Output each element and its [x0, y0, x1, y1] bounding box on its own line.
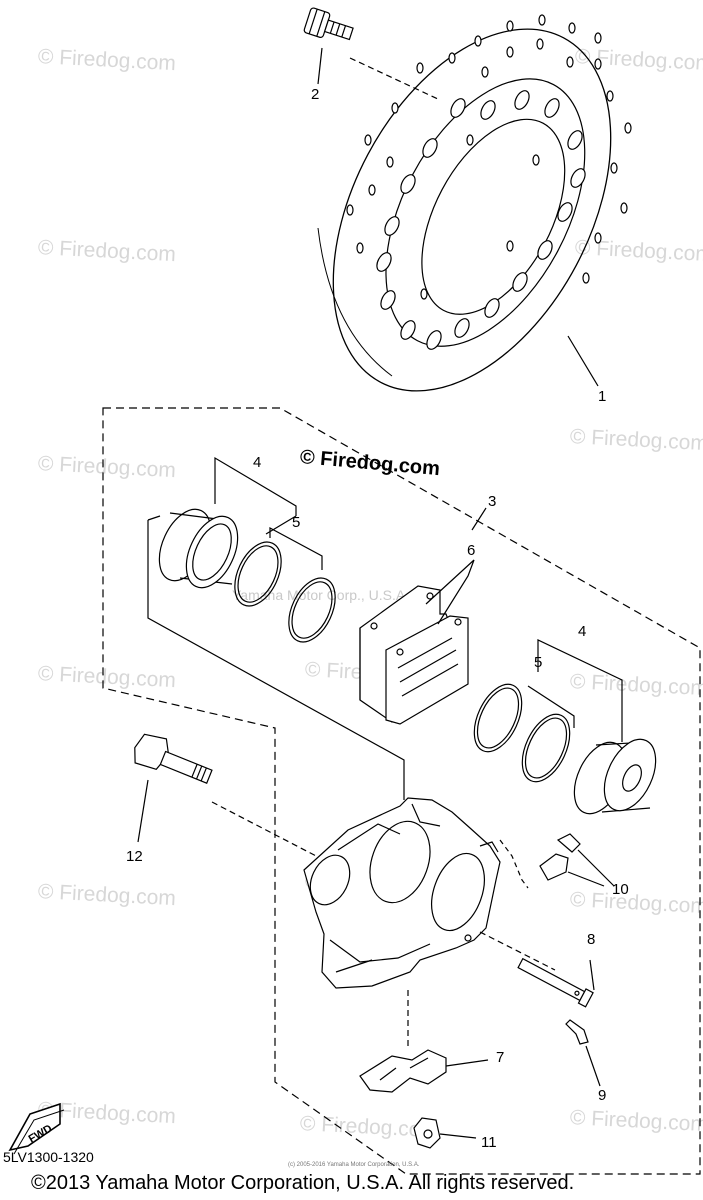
leader-5-right — [527, 685, 575, 728]
leader-10 — [567, 849, 615, 887]
leader-3 — [471, 507, 487, 531]
callout-2: 2 — [311, 86, 320, 103]
caliper-assembly-outline — [102, 407, 701, 1175]
pad-spring — [359, 1049, 447, 1093]
leader-to-caliper — [147, 520, 405, 800]
piston-left — [158, 508, 239, 589]
callout-5-right: 5 — [534, 654, 543, 671]
diagram-code: 5LV1300-1320 — [3, 1149, 94, 1165]
leader-6 — [425, 559, 475, 625]
caliper-bolt — [134, 733, 213, 784]
callout-12: 12 — [126, 848, 143, 865]
yamaha-watermark: Yamaha Motor Corp., U.S.A. — [232, 587, 410, 603]
leader-11 — [439, 1133, 477, 1139]
piston-right — [573, 738, 657, 815]
callout-11: 11 — [481, 1134, 497, 1151]
callout-7: 7 — [496, 1049, 505, 1066]
leader-12 — [137, 779, 149, 843]
leader-7 — [445, 1059, 489, 1067]
callout-4-right: 4 — [578, 623, 587, 640]
disc-bolt — [303, 7, 354, 41]
leader-9 — [585, 1045, 601, 1087]
caliper-body — [303, 797, 501, 989]
callout-6: 6 — [467, 542, 476, 559]
callout-9: 9 — [598, 1087, 607, 1104]
callout-4-left: 4 — [253, 454, 262, 471]
piston-seals-left — [234, 541, 336, 643]
plug — [413, 1117, 441, 1149]
callout-10: 10 — [612, 881, 629, 898]
r-clip — [565, 1019, 589, 1045]
pad-pin — [517, 957, 594, 1008]
leader-4-right — [537, 639, 623, 742]
callout-1: 1 — [598, 388, 607, 405]
piston-seals-right — [473, 683, 571, 783]
fwd-arrow-icon — [8, 1102, 65, 1155]
bleed-screws — [539, 833, 581, 881]
brake-pads — [359, 585, 469, 725]
leader-4-left — [214, 456, 297, 516]
callout-5-left: 5 — [292, 514, 301, 531]
callout-8: 8 — [587, 931, 596, 948]
leader-5-left — [269, 526, 323, 570]
brake-disc — [317, 14, 632, 392]
leader-2 — [317, 47, 323, 85]
callout-3: 3 — [488, 493, 497, 510]
copyright-notice: ©2013 Yamaha Motor Corporation, U.S.A. A… — [31, 1172, 575, 1194]
leader-8 — [589, 959, 595, 991]
tiny-credit: (c) 2005-2016 Yamaha Motor Corporation, … — [288, 1162, 420, 1168]
